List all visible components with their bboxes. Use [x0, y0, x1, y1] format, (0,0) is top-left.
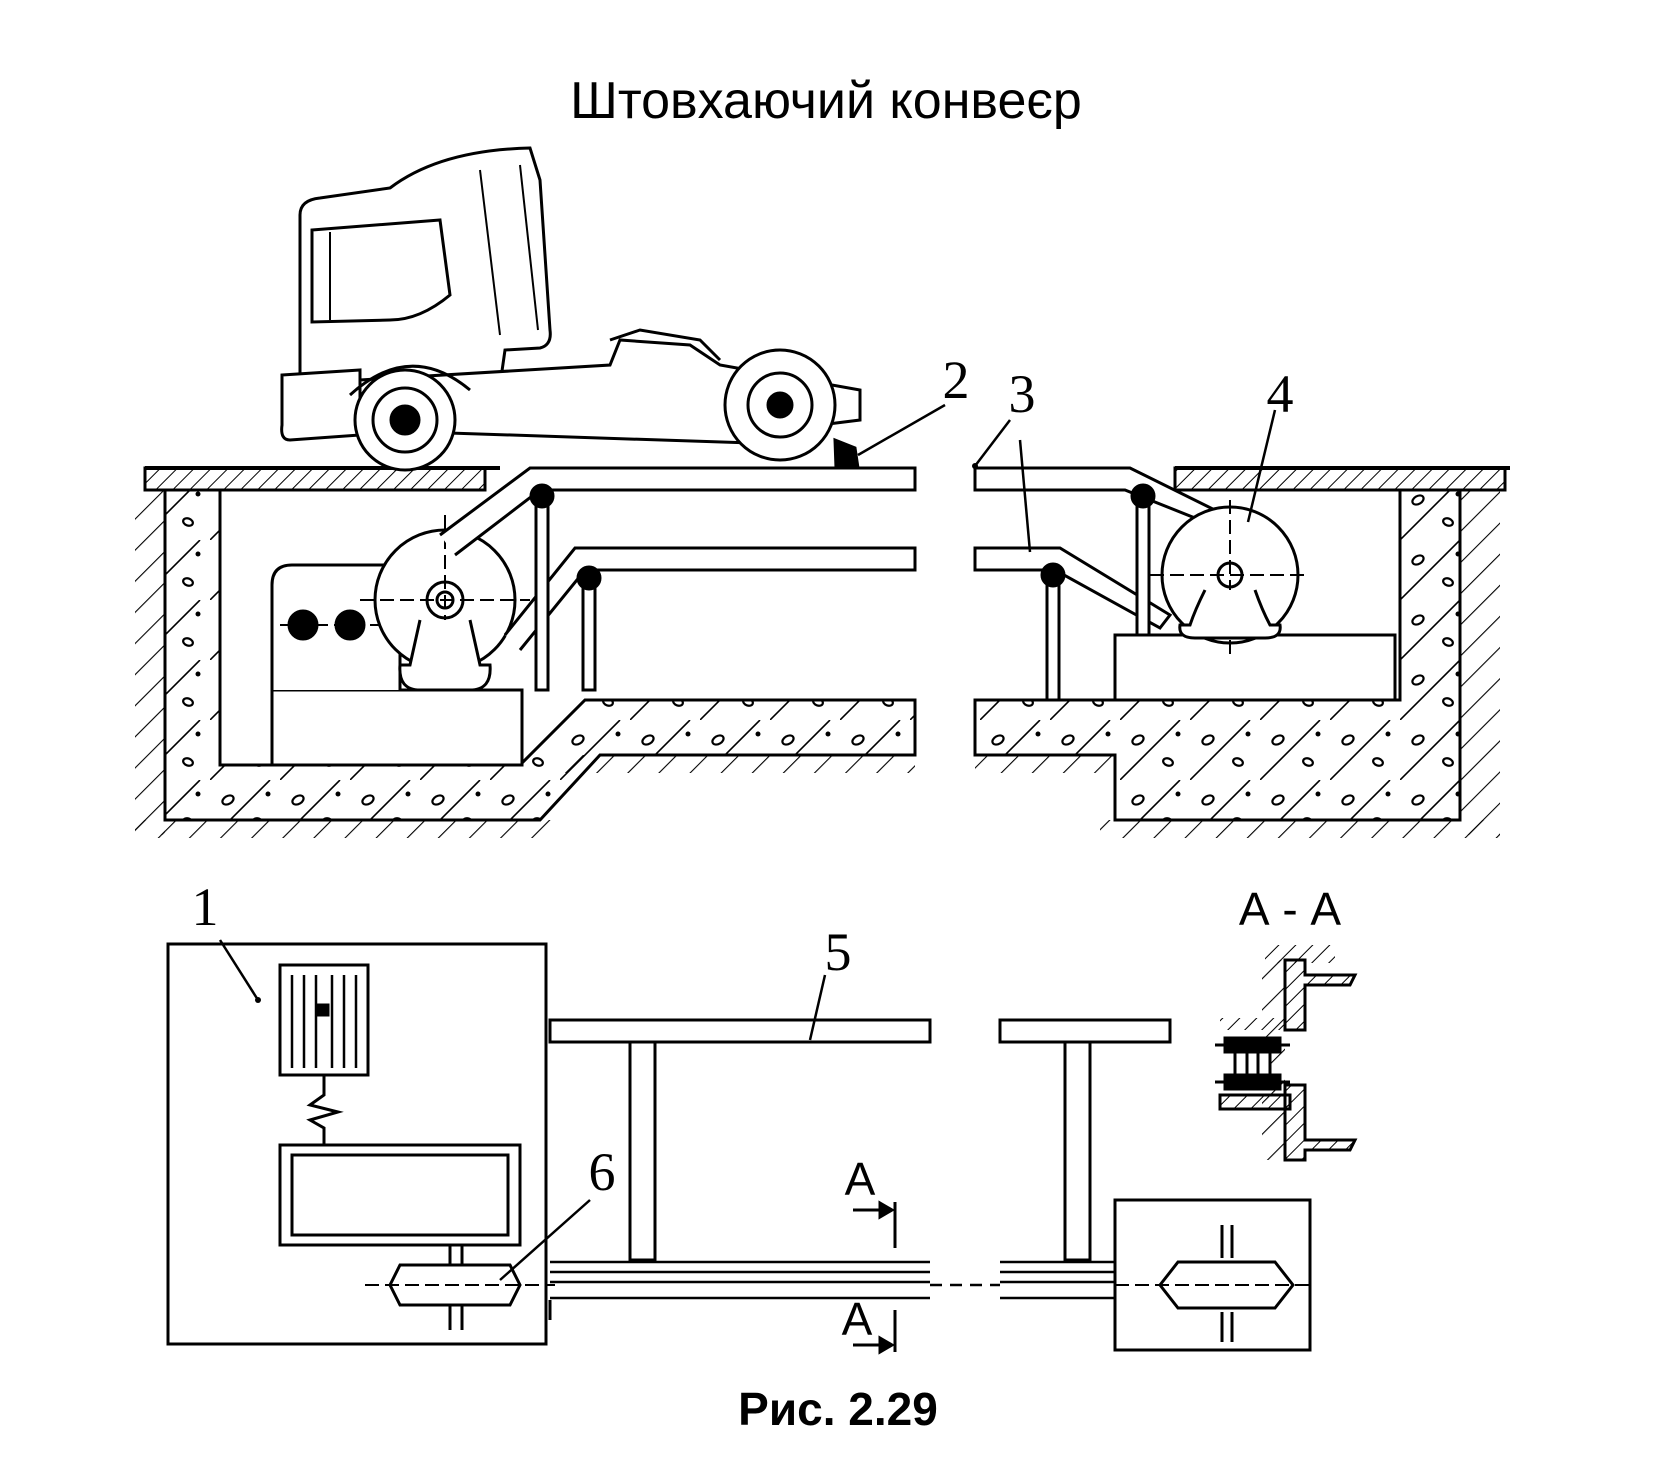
- floor-slab-left: [143, 466, 487, 492]
- lower-rail-left: [503, 546, 917, 651]
- section-mark-bottom: А: [842, 1293, 873, 1345]
- callout-2: 2: [943, 350, 970, 410]
- guide-rail-right: [998, 1018, 1172, 1044]
- lower-rail-right: [973, 546, 1173, 630]
- truck: [280, 146, 862, 472]
- pit-section: [135, 466, 1510, 838]
- callout-3: 3: [1009, 364, 1036, 424]
- callout-1: 1: [192, 877, 219, 937]
- callout-6: 6: [589, 1142, 616, 1202]
- section-mark-top: А: [845, 1153, 876, 1205]
- diagram-title: Штовхаючий конвеєр: [570, 72, 1082, 130]
- callout-5: 5: [825, 922, 852, 982]
- motor: [278, 963, 370, 1077]
- figure-caption: Рис. 2.29: [738, 1383, 938, 1435]
- upper-rail-left: [439, 466, 917, 557]
- tension-base-right: [1113, 633, 1397, 702]
- pusher-dog: [833, 437, 860, 470]
- callout-4: 4: [1267, 364, 1294, 424]
- guide-rail-left: [548, 1018, 932, 1044]
- drive-base-left: [270, 688, 524, 767]
- section-a-a-detail: [1215, 945, 1358, 1162]
- plan-view: [166, 942, 1312, 1352]
- floor-slab-right: [1173, 466, 1507, 492]
- section-label: А - А: [1239, 883, 1342, 935]
